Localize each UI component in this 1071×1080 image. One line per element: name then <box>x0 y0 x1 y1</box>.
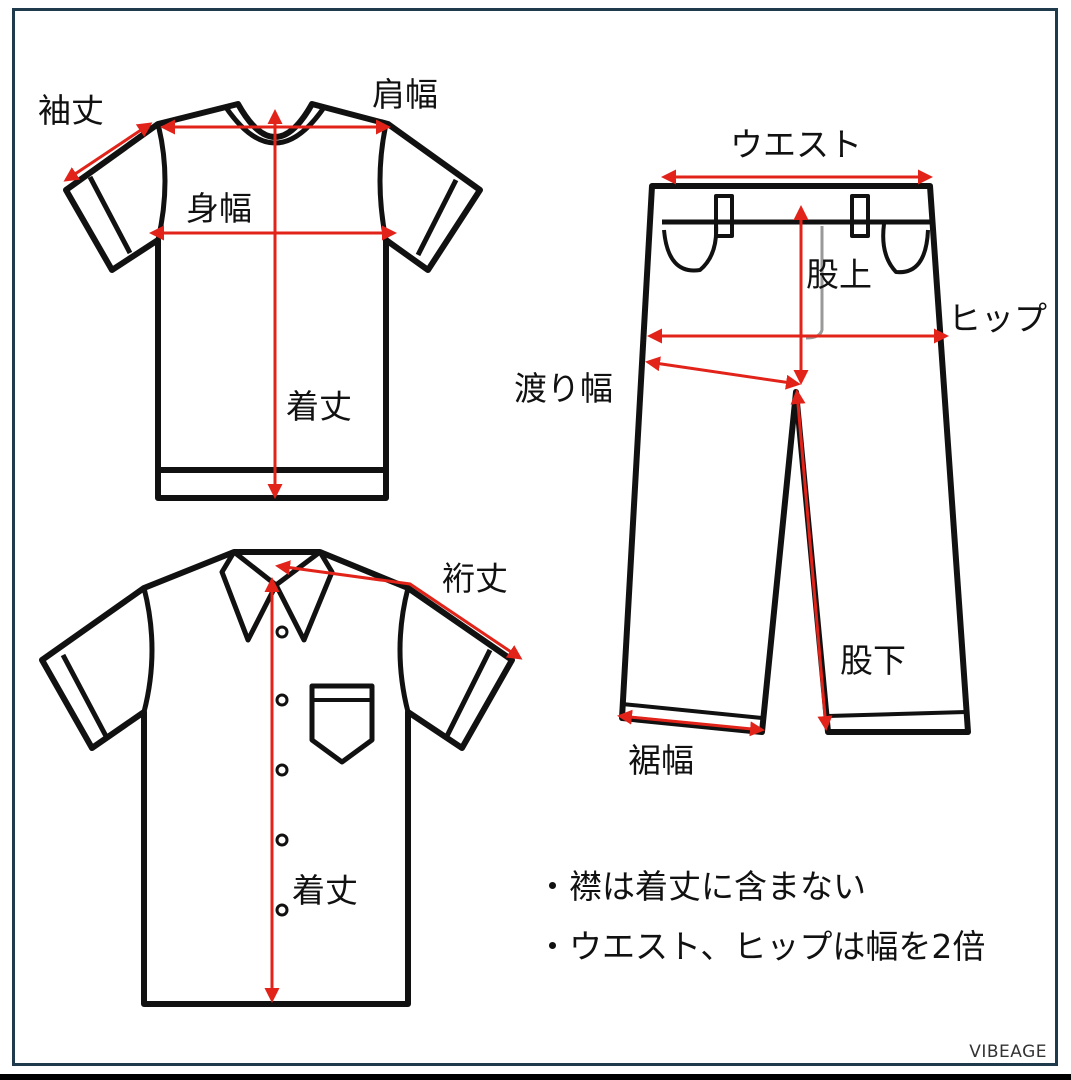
pants-thigh-label: 渡り幅 <box>514 369 613 408</box>
tshirt-shoulder-label: 肩幅 <box>372 75 438 114</box>
shirt-length-label: 着丈 <box>292 871 358 910</box>
bottom-border <box>0 1074 1071 1080</box>
pants-inseam-arrow <box>790 389 833 731</box>
tshirt-sleeve-label: 袖丈 <box>38 91 104 130</box>
note-collar: ・襟は着丈に含まない <box>536 867 866 906</box>
pants-hem-arrow <box>617 709 765 737</box>
tshirt-sleeve-arrow <box>63 122 153 182</box>
note-waist-hip: ・ウエスト、ヒップは幅を2倍 <box>536 927 986 966</box>
pants-hip-label: ヒップ <box>948 299 1047 338</box>
pants-rise-label: 股上 <box>806 255 872 294</box>
pants-illustration <box>619 183 971 735</box>
pants-measure-lines <box>617 169 949 737</box>
tshirt-illustration <box>63 101 483 501</box>
pants-hem-label: 裾幅 <box>628 741 694 780</box>
tshirt-measure-lines <box>63 109 397 499</box>
brand-watermark: VIBEAGE <box>969 1042 1047 1062</box>
shirt-sleeve-from-center-label: 裄丈 <box>442 559 508 598</box>
tshirt-length-label: 着丈 <box>286 387 352 426</box>
pants-inseam-label: 股下 <box>840 641 906 680</box>
shirt-sleeve-from-center-arrow <box>275 560 523 660</box>
shirt-illustration <box>39 549 515 1007</box>
pants-thigh-arrow <box>645 356 801 390</box>
pants-waist-label: ウエスト <box>730 125 862 164</box>
shirt-measure-lines <box>264 560 523 1003</box>
tshirt-body-width-label: 身幅 <box>186 189 252 228</box>
